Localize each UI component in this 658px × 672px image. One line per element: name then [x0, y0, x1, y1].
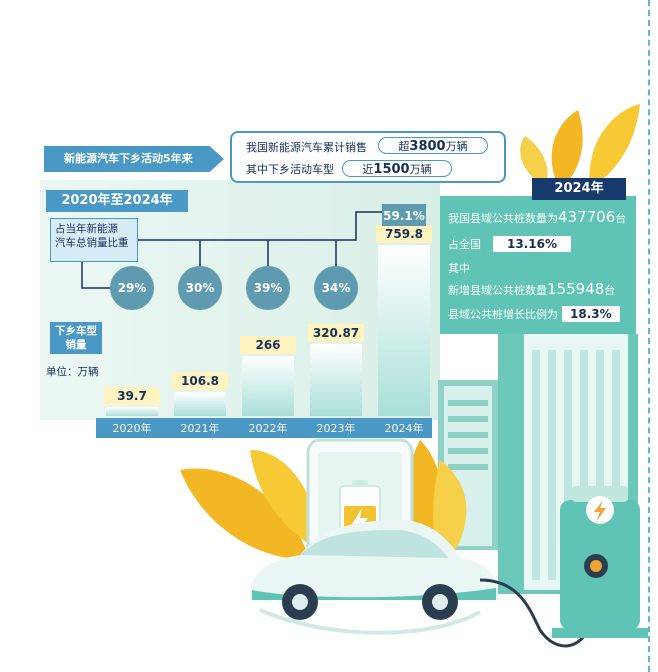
- bar: [106, 407, 158, 416]
- callout-line2-pill: 近1500万辆: [342, 160, 452, 177]
- leaf-cluster-bottom: [180, 440, 467, 570]
- panel-line2: 占全国 13.16%: [448, 236, 571, 252]
- callout-line1-pill: 超3800万辆: [378, 137, 488, 154]
- bar: [174, 391, 226, 416]
- tick-label: 2020年: [113, 421, 152, 435]
- tick-label: 2022年: [249, 421, 288, 435]
- panel-year-tag: 2024年: [532, 178, 626, 200]
- tick-label: 2021年: [181, 421, 220, 435]
- dashed-divider: [648, 0, 650, 672]
- share-label-box: 占当年新能源 汽车总销量比重: [50, 218, 138, 262]
- share-circle: [178, 266, 222, 310]
- panel-line1: 我国县域公共桩数量为437706台: [448, 208, 626, 226]
- panel-line2-value: 13.16%: [493, 236, 571, 252]
- panel-line5: 县域公共桩增长比例为 18.3%: [448, 306, 620, 322]
- share-label: 34%: [322, 281, 351, 295]
- panel-line1-label: 我国县域公共桩数量为: [448, 212, 558, 225]
- sales-label-line1: 下乡车型: [55, 325, 97, 337]
- value-label-bg: [172, 371, 228, 390]
- sales-label-box: 下乡车型 销量: [50, 322, 102, 354]
- share-circle: [314, 266, 358, 310]
- callout-line1-label: 我国新能源汽车累计销售: [246, 141, 367, 154]
- callout-line2-prefix: 近: [362, 163, 374, 176]
- share-label: 29%: [118, 281, 147, 295]
- unit-label: 单位：万辆: [46, 366, 99, 378]
- header-banner: 新能源汽车下乡活动5年来: [44, 146, 224, 172]
- panel-line4-label: 新增县域公共桩数量: [448, 284, 547, 297]
- tick-label: 2023年: [317, 421, 356, 435]
- panel-line1-unit: 台: [615, 212, 627, 225]
- header-callout: 我国新能源汽车累计销售 超3800万辆 其中下乡活动车型 近1500万辆: [230, 131, 506, 183]
- leaf-cluster-top: [520, 104, 640, 190]
- panel-line5-label: 县域公共桩增长比例为: [448, 308, 558, 321]
- panel-line2-label: 占全国: [448, 238, 481, 251]
- bar: [310, 343, 362, 416]
- value-label: 39.7: [117, 389, 147, 403]
- share-label: 39%: [254, 281, 283, 295]
- lightning-icon: [594, 500, 606, 522]
- share-circle: [110, 266, 154, 310]
- panel-line3-label: 其中: [448, 262, 470, 275]
- panel-line4-value: 155948: [547, 280, 605, 298]
- panel-line1-value: 437706: [558, 208, 616, 226]
- bar: [378, 245, 430, 416]
- value-label: 106.8: [181, 374, 219, 388]
- callout-line2-label: 其中下乡活动车型: [246, 163, 334, 176]
- panel-line4-unit: 台: [604, 284, 616, 297]
- share-connector: [81, 262, 118, 289]
- bar: [242, 356, 294, 416]
- share-circle: [246, 266, 290, 310]
- sales-label-line2: 销量: [65, 339, 87, 351]
- car-illustration: [250, 520, 499, 635]
- share-label: 30%: [186, 281, 215, 295]
- callout-line2-value: 1500: [373, 162, 410, 177]
- share-label-line1: 占当年新能源: [55, 223, 118, 235]
- share-marker: [382, 204, 426, 226]
- callout-line2-unit: 万辆: [409, 163, 432, 176]
- panel-line5-value: 18.3%: [562, 306, 620, 322]
- tick-label: 2024年: [385, 421, 424, 435]
- period-label: 2020年至2024年: [46, 190, 188, 212]
- share-label: 59.1%: [383, 209, 425, 223]
- share-line: [138, 211, 386, 241]
- callout-line1-prefix: 超: [398, 140, 410, 153]
- value-label: 266: [255, 338, 280, 352]
- panel-line4: 新增县域公共桩数量155948台: [448, 280, 615, 298]
- share-label-line2: 汽车总销量比重: [55, 237, 129, 249]
- callout-line1-value: 3800: [409, 139, 446, 154]
- charging-station: [552, 486, 648, 638]
- value-label: 759.8: [385, 227, 423, 241]
- value-label-bg: [376, 225, 432, 244]
- value-label-bg: [104, 387, 160, 406]
- value-label: 320.87: [313, 326, 359, 340]
- value-label-bg: [240, 336, 296, 355]
- value-label-bg: [308, 323, 364, 342]
- x-axis-band: [96, 418, 432, 438]
- callout-line1-unit: 万辆: [445, 140, 468, 153]
